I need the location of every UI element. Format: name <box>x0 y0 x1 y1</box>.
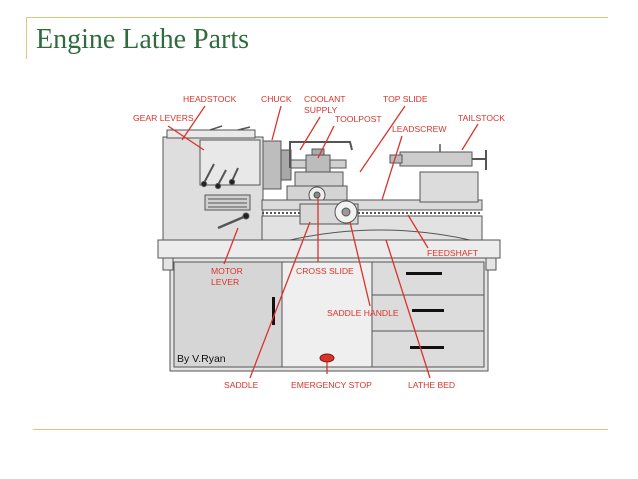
leader-saddle <box>249 221 311 379</box>
label-leadscrew: LEADSCREW <box>392 124 447 134</box>
gear-lever <box>217 169 227 186</box>
lever-knob <box>228 178 236 186</box>
label-feedshaft: FEEDSHAFT <box>427 248 479 258</box>
bed-curve <box>289 229 471 241</box>
leader-tailstock <box>461 123 479 151</box>
leader-chuck <box>271 105 282 141</box>
label-motor-lever-line1: MOTOR <box>211 266 243 276</box>
tailstock-base <box>419 171 479 203</box>
leader-gear-levers <box>167 125 205 151</box>
label-top-slide: TOP SLIDE <box>383 94 428 104</box>
lever-knob <box>200 180 208 188</box>
door-handle <box>272 297 275 325</box>
bed-step-left <box>162 257 174 271</box>
emergency-stop-button <box>319 353 335 363</box>
bed-ways <box>261 199 483 211</box>
leader-headstock <box>181 105 206 141</box>
cross-slide <box>294 171 344 187</box>
leader-toolpost <box>317 125 335 159</box>
slide-title: Engine Lathe Parts <box>36 24 250 55</box>
top-lever <box>209 125 223 131</box>
leader-lathe-bed <box>385 239 431 379</box>
cabinet-left-door <box>173 261 283 368</box>
drawer-handle-middle <box>412 309 444 312</box>
lathe-illustration <box>157 125 501 372</box>
part-labels: HEADSTOCK CHUCK COOLANT SUPPLY TOP SLIDE… <box>133 94 505 390</box>
lever-knob <box>214 182 222 190</box>
label-toolpost: TOOLPOST <box>335 114 382 124</box>
coolant-pipe <box>289 141 353 168</box>
label-lathe-bed: LATHE BED <box>408 380 455 390</box>
label-emergency-stop: EMERGENCY STOP <box>291 380 372 390</box>
drawer-handle-bottom <box>410 346 444 349</box>
leader-saddle-handle <box>349 221 371 307</box>
tailstock-barrel <box>399 151 473 167</box>
leader-feedshaft <box>407 214 429 249</box>
leader-lines <box>167 105 479 379</box>
label-motor-lever-line2: LEVER <box>211 277 239 287</box>
saddle-handwheel-hub <box>341 207 351 217</box>
left-rule <box>26 17 27 59</box>
cabinet-middle-panel <box>281 261 373 368</box>
chuck-body <box>262 140 282 190</box>
gear-lever <box>231 167 239 182</box>
drawer-top <box>371 261 485 296</box>
label-saddle: SADDLE <box>224 380 259 390</box>
top-rule <box>26 17 608 18</box>
label-gear-levers: GEAR LEVERS <box>133 113 194 123</box>
label-chuck: CHUCK <box>261 94 292 104</box>
label-headstock: HEADSTOCK <box>183 94 237 104</box>
headstock-gearbox <box>199 139 261 186</box>
drawer-middle <box>371 294 485 332</box>
label-tailstock: TAILSTOCK <box>458 113 505 123</box>
top-lever <box>237 126 251 131</box>
label-saddle-handle: SADDLE HANDLE <box>327 308 399 318</box>
label-cross-slide: CROSS SLIDE <box>296 266 354 276</box>
bed-step-right <box>485 257 497 271</box>
label-coolant-line2: SUPPLY <box>304 105 338 115</box>
bottom-rule <box>33 429 608 430</box>
cross-slide-wheel-hub <box>313 191 321 199</box>
gear-lever <box>203 163 215 184</box>
label-coolant-line1: COOLANT <box>304 94 346 104</box>
toolpost-top <box>311 148 325 156</box>
drawer-handle-top <box>406 272 442 275</box>
leader-top-slide <box>359 105 406 173</box>
leader-leadscrew <box>381 135 403 201</box>
motor-lever <box>217 214 247 230</box>
motor-lever-knob <box>242 212 250 220</box>
credit-text: By V.Ryan <box>177 353 226 365</box>
leader-coolant <box>299 116 321 151</box>
bed-lower <box>261 215 483 241</box>
leader-motor-lever <box>223 227 239 265</box>
